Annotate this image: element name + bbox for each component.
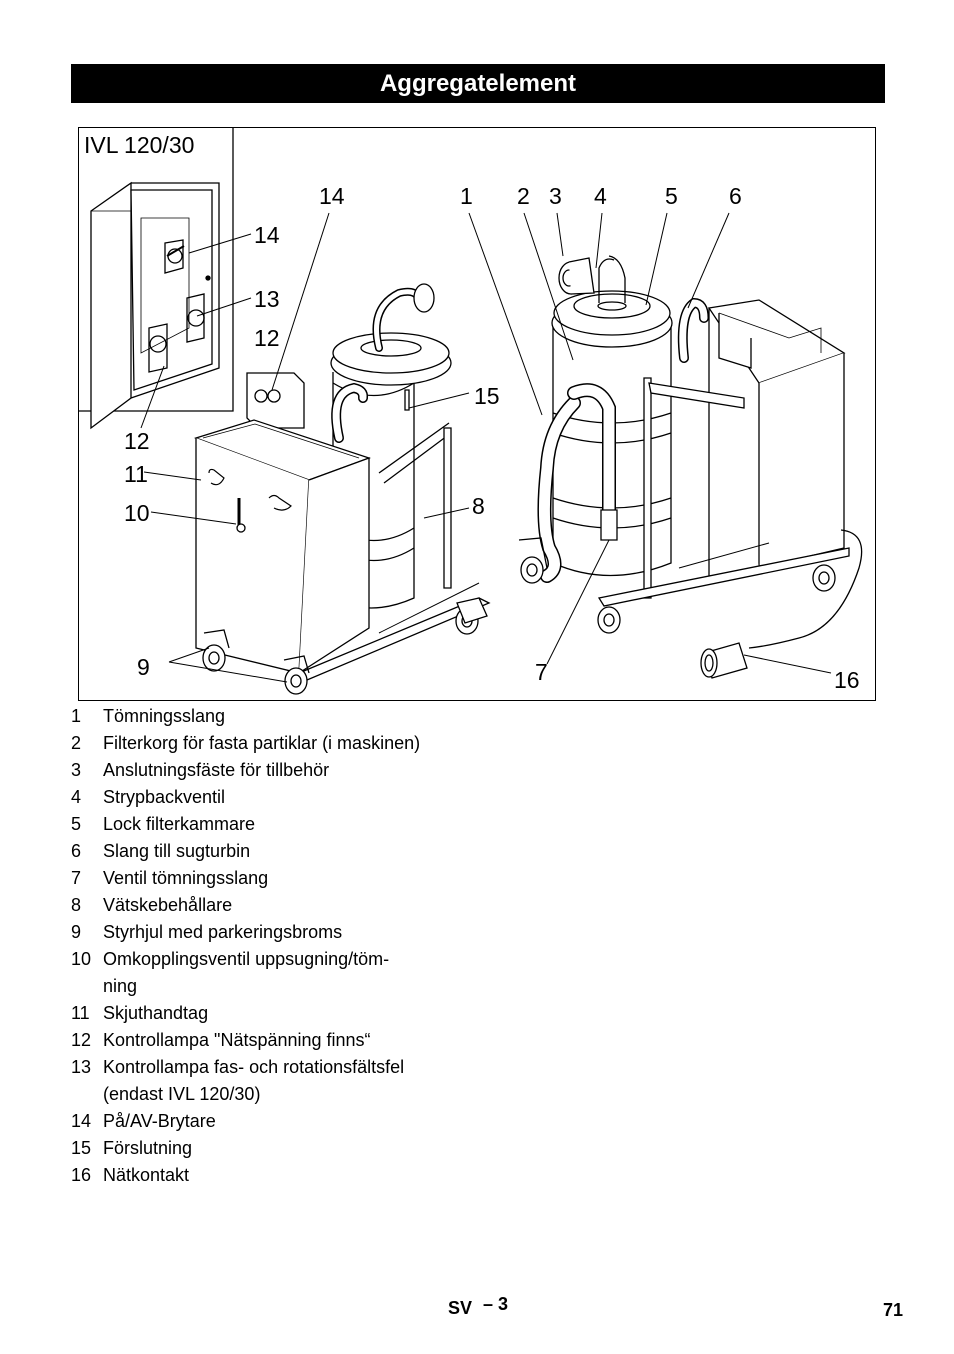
legend-number: 11: [71, 1003, 90, 1023]
legend-text-line: ning: [103, 976, 138, 996]
left-machine: [193, 283, 491, 695]
legend-text-line: Kontrollampa fas- och rotationsfältsfel: [103, 1057, 405, 1077]
legend-number: 8: [71, 895, 82, 915]
legend-item: 9 Styrhjul med parkeringsbroms: [71, 919, 471, 946]
legend-text: Kontrollampa "Nätspänning finns“: [103, 1030, 371, 1050]
legend-item: 2 Filterkorg för fasta partiklar (i maski…: [71, 730, 471, 757]
leader-lines: [140, 212, 832, 683]
legend-number: 16: [71, 1165, 92, 1185]
legend-item: 15 Förslutning: [71, 1135, 471, 1162]
legend-item: 10 Omkopplingsventil uppsugning/töm-ning: [71, 946, 471, 1000]
callout-11: 11: [124, 461, 148, 487]
callout-6: 6: [729, 183, 742, 209]
legend-text: Skjuthandtag: [103, 1003, 209, 1023]
callout-2: 2: [517, 183, 530, 209]
callout-4: 4: [594, 183, 607, 209]
legend-number: 7: [71, 868, 82, 888]
legend-number: 3: [71, 760, 82, 780]
legend-text: Förslutning: [103, 1138, 193, 1158]
callout-13: 13: [254, 286, 280, 312]
legend-text: Styrhjul med parkeringsbroms: [103, 922, 343, 942]
callout-9: 9: [137, 654, 150, 680]
callout-1: 1: [460, 183, 473, 209]
legend-text: Kontrollampa fas- och rotationsfältsfel (…: [103, 1054, 471, 1108]
legend-number: 1: [71, 706, 82, 726]
callout-14-inset: 14: [254, 222, 280, 248]
callout-12: 12: [124, 428, 150, 454]
legend-item: 4 Strypbackventil: [71, 784, 471, 811]
legend-number: 5: [71, 814, 82, 834]
footer-language: SV: [448, 1298, 473, 1318]
legend-number: 10: [71, 949, 92, 969]
callout-7: 7: [535, 659, 548, 685]
legend-item: 7 Ventil tömningsslang: [71, 865, 471, 892]
legend-number: 2: [71, 733, 82, 753]
legend-item: 8 Vätskebehållare: [71, 892, 471, 919]
legend-item: 11 Skjuthandtag: [71, 1000, 471, 1027]
legend-item: 12 Kontrollampa "Nätspänning finns“: [71, 1027, 471, 1054]
section-title: Aggregatelement: [71, 64, 885, 103]
legend-text: På/AV-Brytare: [103, 1111, 216, 1131]
legend-number: 6: [71, 841, 82, 861]
legend-number: 4: [71, 787, 82, 807]
legend-number: 13: [71, 1057, 92, 1077]
inset-panel: [79, 128, 234, 430]
legend-item: 3 Anslutningsfäste för tillbehör: [71, 757, 471, 784]
callout-8: 8: [472, 493, 485, 519]
callout-16: 16: [834, 667, 860, 693]
legend-text: Slang till sugturbin: [103, 841, 251, 861]
legend-number: 12: [71, 1030, 92, 1050]
legend-number: 15: [71, 1138, 92, 1158]
parts-legend: 1 Tömningsslang 2 Filterkorg för fasta par…: [71, 703, 471, 1189]
page-number: 71: [883, 1300, 904, 1320]
legend-number: 14: [71, 1111, 92, 1131]
illustration-svg: IVL 120/30 14 13 12 12 11 10 9 14 15 8 1…: [79, 128, 863, 695]
inset-label: IVL 120/30: [84, 132, 194, 158]
legend-text: Omkopplingsventil uppsugning/töm-ning: [103, 946, 471, 1000]
legend-text: Nätkontakt: [103, 1165, 190, 1185]
legend-text-line: Omkopplingsventil uppsugning/töm-: [103, 949, 390, 969]
footer-section-number: – 3: [483, 1294, 509, 1314]
right-machine: [518, 255, 863, 679]
legend-text: Strypbackventil: [103, 787, 226, 807]
legend-number: 9: [71, 922, 82, 942]
callout-3: 3: [549, 183, 562, 209]
callout-10: 10: [124, 500, 150, 526]
callout-14: 14: [319, 183, 345, 209]
legend-item: 14 På/AV-Brytare: [71, 1108, 471, 1135]
legend-text: Ventil tömningsslang: [103, 868, 269, 888]
legend-item: 5 Lock filterkammare: [71, 811, 471, 838]
callout-12-inset: 12: [254, 325, 280, 351]
legend-text: Lock filterkammare: [103, 814, 256, 834]
legend-text: Vätskebehållare: [103, 895, 233, 915]
machine-illustration: IVL 120/30 14 13 12 12 11 10 9 14 15 8 1…: [78, 127, 876, 701]
legend-item: 13 Kontrollampa fas- och rotationsfältsfe…: [71, 1054, 471, 1108]
legend-text: Filterkorg för fasta partiklar (i maskin…: [103, 733, 421, 753]
callout-15: 15: [474, 383, 500, 409]
legend-text-line: (endast IVL 120/30): [103, 1084, 261, 1104]
legend-text: Tömningsslang: [103, 706, 226, 726]
legend-item: 16 Nätkontakt: [71, 1162, 471, 1189]
legend-item: 1 Tömningsslang: [71, 703, 471, 730]
callout-5: 5: [665, 183, 678, 209]
legend-item: 6 Slang till sugturbin: [71, 838, 471, 865]
legend-text: Anslutningsfäste för tillbehör: [103, 760, 330, 780]
